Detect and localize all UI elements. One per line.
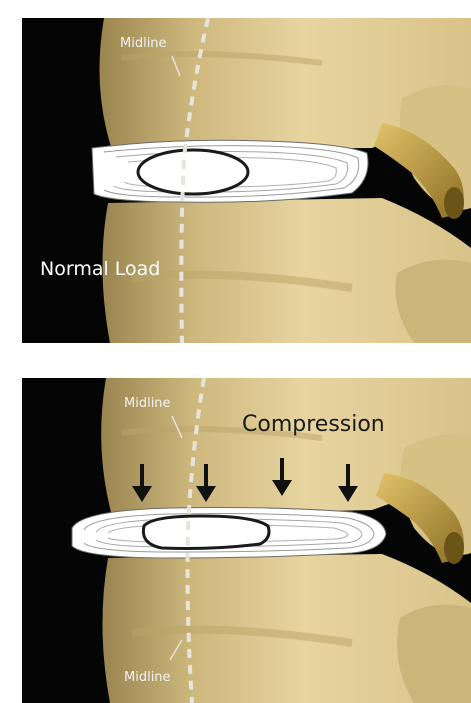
normal-load-illustration [22, 18, 471, 343]
midline-label-bottom: Midline [124, 670, 171, 685]
midline-label-top: Midline [124, 396, 171, 411]
intervertebral-disc [92, 140, 368, 202]
normal-load-panel: Midline Normal Load [22, 18, 471, 343]
normal-load-label: Normal Load [40, 258, 160, 280]
compressed-disc [72, 508, 386, 559]
midline-label: Midline [120, 36, 167, 51]
compression-panel: Midline Midline Compression [22, 378, 471, 703]
nucleus-pulposus [138, 150, 248, 194]
nucleus-pulposus [143, 516, 269, 549]
compression-label: Compression [242, 412, 385, 437]
